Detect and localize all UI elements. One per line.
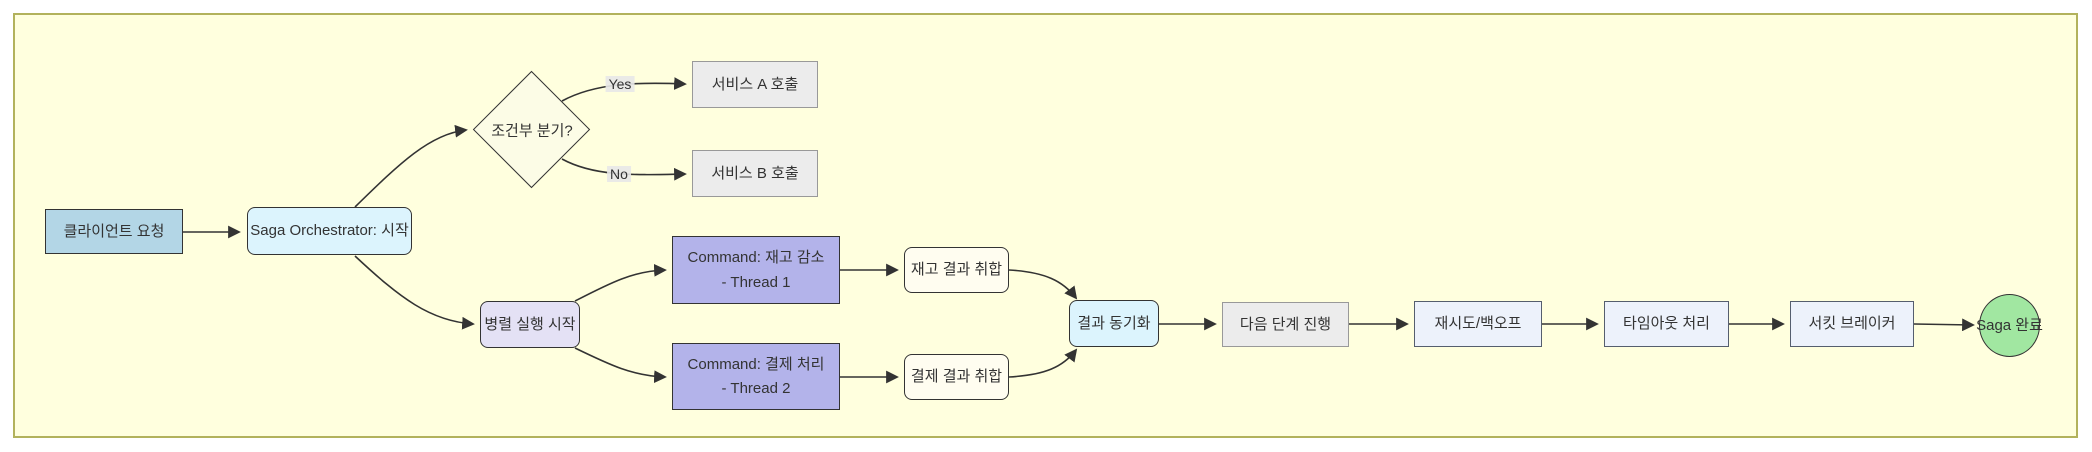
node-result-sync: 결과 동기화 [1069, 300, 1159, 347]
node-client-request: 클라이언트 요청 [45, 209, 183, 254]
node-parallel-start: 병렬 실행 시작 [480, 301, 580, 348]
node-saga-orchestrator: Saga Orchestrator: 시작 [247, 207, 412, 255]
node-command-thread1: Command: 재고 감소 - Thread 1 [672, 236, 840, 304]
node-command-thread2: Command: 결제 처리 - Thread 2 [672, 343, 840, 410]
edge-circuit-done [1913, 318, 1975, 332]
node-retry-backoff: 재시도/백오프 [1414, 301, 1542, 347]
node-timeout-handling: 타임아웃 처리 [1604, 301, 1729, 347]
node-service-b: 서비스 B 호출 [692, 150, 818, 197]
edge-agg-payment-sync [1008, 348, 1078, 378]
node-stock-result-aggregate: 재고 결과 취합 [904, 247, 1009, 293]
command2-line2: - Thread 2 [721, 380, 791, 397]
edge-label-yes: Yes [605, 76, 635, 92]
edge-parallel-command2 [574, 347, 667, 384]
edge-parallel-command1 [574, 263, 667, 302]
flowchart-canvas: 클라이언트 요청 Saga Orchestrator: 시작 조건부 분기? Y… [13, 13, 2078, 438]
node-circuit-breaker: 서킷 브레이커 [1790, 301, 1914, 347]
command1-line1: Command: 재고 감소 [687, 249, 825, 266]
node-next-step: 다음 단계 진행 [1222, 302, 1349, 347]
edge-agg-stock-sync [1008, 269, 1078, 300]
command2-line1: Command: 결제 처리 [687, 355, 825, 373]
edge-label-no: No [607, 166, 631, 182]
node-decision-label: 조건부 분기? [491, 122, 573, 140]
node-service-a: 서비스 A 호출 [692, 61, 818, 108]
node-saga-complete: Saga 완료 [1976, 294, 2043, 357]
command1-line2: - Thread 1 [721, 273, 791, 291]
node-payment-result-aggregate: 결제 결과 취합 [904, 354, 1009, 400]
edge-orchestrator-parallel [354, 255, 475, 330]
edge-orchestrator-decision [354, 124, 468, 208]
